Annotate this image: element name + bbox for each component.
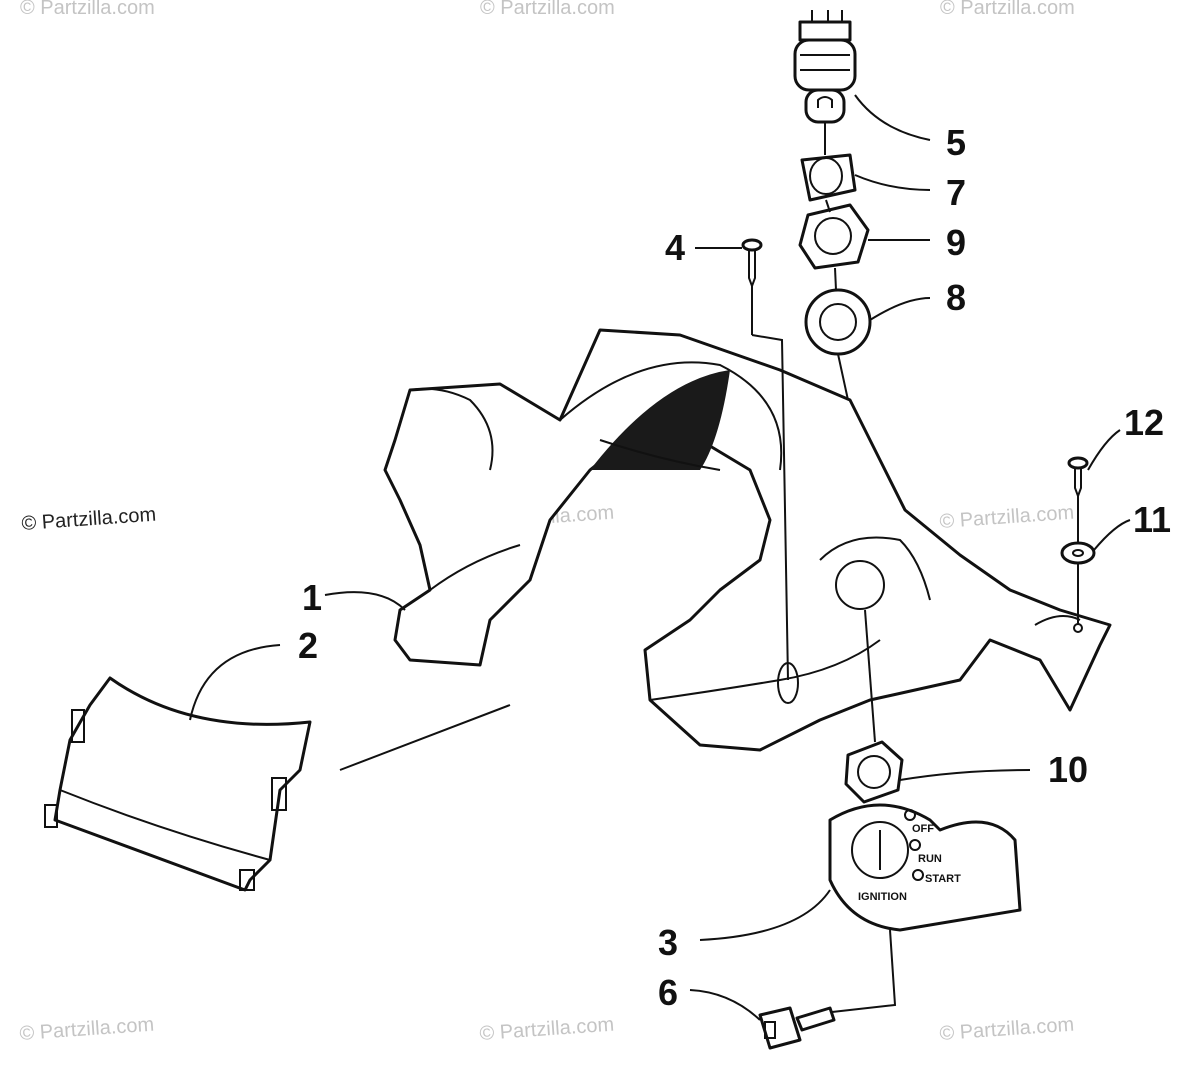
watermark: © Partzilla.com xyxy=(20,0,155,19)
callout-2: 2 xyxy=(298,625,318,666)
callout-7: 7 xyxy=(946,172,966,213)
part-5-switch xyxy=(793,10,857,124)
part-8-washer xyxy=(804,288,872,356)
callout-12: 12 xyxy=(1124,402,1164,443)
callout-8: 8 xyxy=(946,277,966,318)
part-10-nut xyxy=(844,740,904,804)
part-11-washer xyxy=(1060,541,1096,565)
part-4-screw xyxy=(741,238,763,289)
switch-label-off: OFF xyxy=(912,823,934,835)
callout-10: 10 xyxy=(1048,749,1088,790)
watermark: © Partzilla.com xyxy=(939,502,1075,533)
watermark: © Partzilla.com xyxy=(479,1014,615,1045)
part-1-housing xyxy=(383,328,1112,752)
callout-11: 11 xyxy=(1133,499,1171,540)
watermark: © Partzilla.com xyxy=(21,504,157,535)
watermark: © Partzilla.com xyxy=(480,0,615,19)
callout-1: 1 xyxy=(302,577,322,618)
watermark: © Partzilla.com xyxy=(940,0,1075,19)
watermark: © Partzilla.com xyxy=(19,1014,155,1045)
part-7-bushing xyxy=(800,153,857,202)
leader-lines xyxy=(189,94,1131,1021)
part-12-screw xyxy=(1067,456,1089,499)
callout-5: 5 xyxy=(946,122,966,163)
switch-label-start: START xyxy=(925,873,961,885)
switch-label-ignition: IGNITION xyxy=(858,891,907,903)
callout-9: 9 xyxy=(946,222,966,263)
switch-label-run: RUN xyxy=(918,853,942,865)
part-2-cover xyxy=(44,676,312,892)
callout-3: 3 xyxy=(658,922,678,963)
watermark: © Partzilla.com xyxy=(939,1014,1075,1045)
callout-4: 4 xyxy=(665,227,685,268)
part-6-key xyxy=(758,1006,836,1050)
part-9-nut xyxy=(798,203,870,270)
part-3-ignition-plate: OFF RUN START IGNITION xyxy=(828,803,1022,932)
callout-6: 6 xyxy=(658,972,678,1013)
